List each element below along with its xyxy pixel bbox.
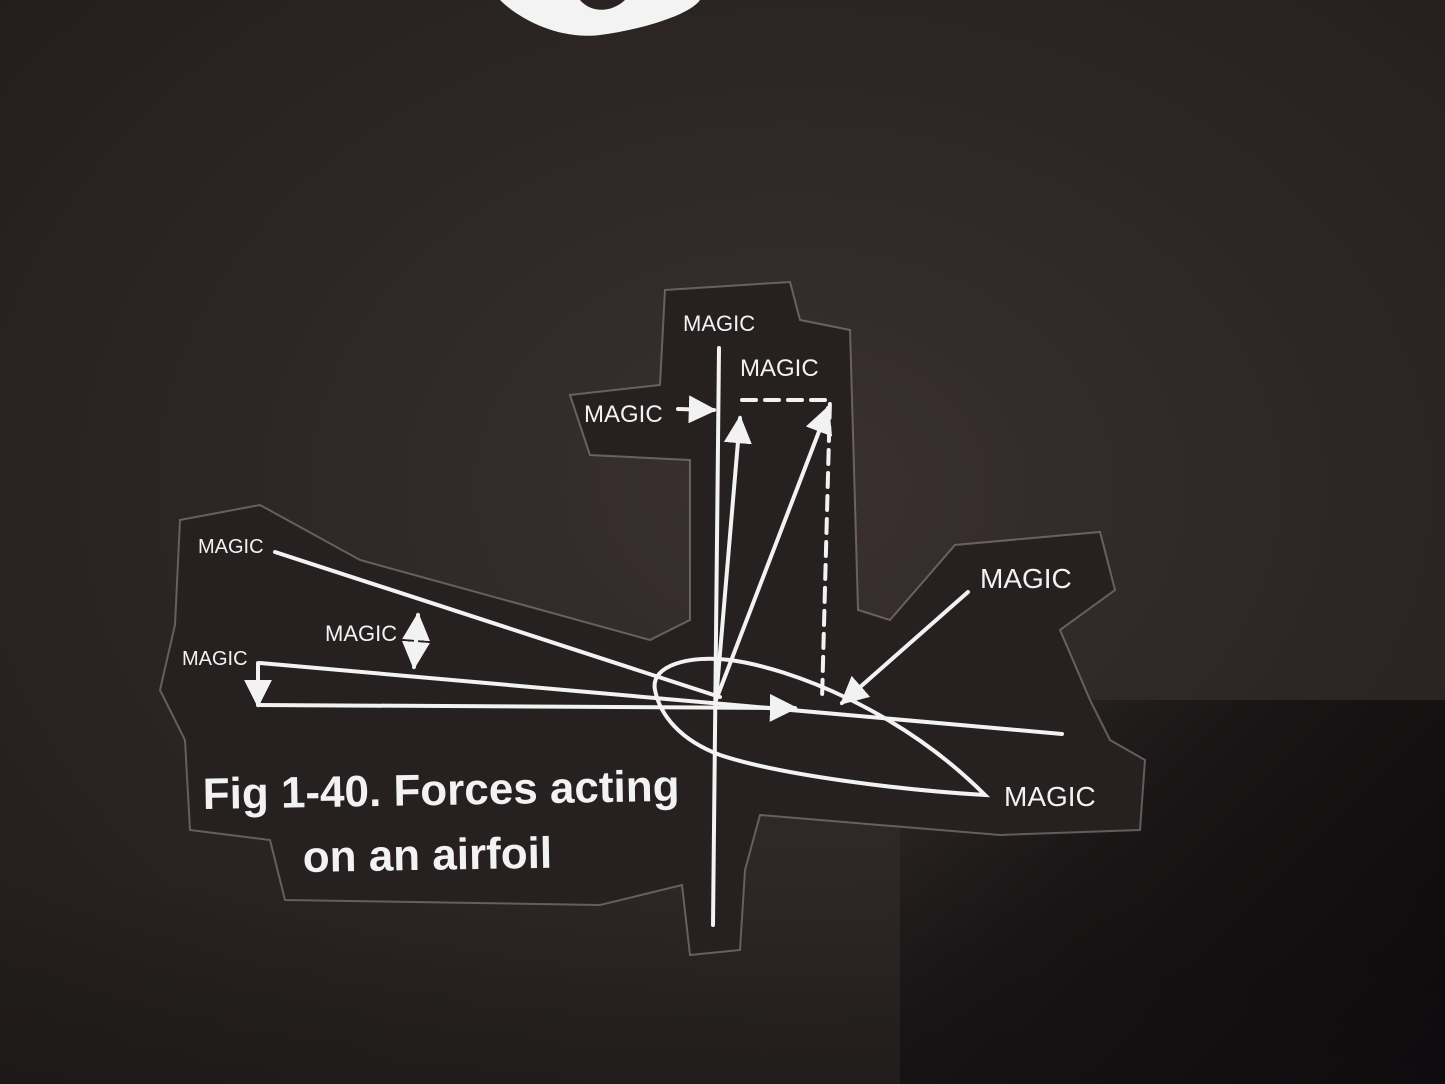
dashed-component-box — [740, 398, 833, 702]
label-top-resultant: MAGIC — [740, 355, 819, 382]
lift-arrow — [714, 415, 752, 702]
label-far-left-upper: MAGIC — [198, 536, 264, 558]
angle-indicator — [401, 612, 431, 670]
caption-line-1: Fig 1-40. Forces acting — [202, 762, 680, 819]
upper-angled-line — [273, 550, 722, 699]
airfoil-shape — [652, 656, 991, 798]
label-trailing-edge: MAGIC — [1004, 781, 1096, 812]
caption-line-2: on an airfoil — [302, 829, 552, 882]
chord-line — [258, 661, 1064, 736]
top-white-sticker — [500, 0, 700, 36]
pressure-pointer — [839, 590, 970, 705]
left-label-arrow — [676, 395, 717, 424]
label-left-arrow: MAGIC — [584, 401, 663, 428]
vertical-axis — [711, 346, 721, 927]
label-top-vertical: MAGIC — [683, 311, 755, 336]
top-white-sticker-detail — [580, 0, 625, 10]
relative-wind-line — [256, 693, 798, 722]
label-far-left-lower: MAGIC — [182, 648, 248, 670]
label-right-pointer: MAGIC — [980, 563, 1072, 594]
label-angle: MAGIC — [325, 621, 397, 646]
resultant-arrow — [714, 405, 833, 702]
